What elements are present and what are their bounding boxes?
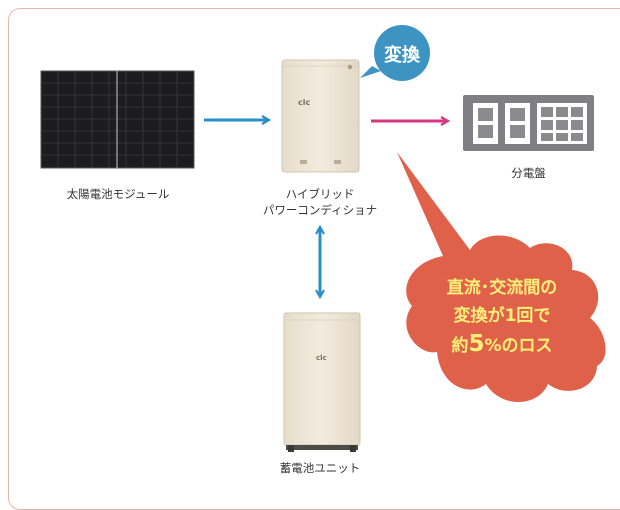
label-battery-unit: 蓄電池ユニット [279,461,361,475]
solar-panel-image [40,70,195,169]
pcs-logo: clc [298,98,310,107]
callout-line-3: 約5%のロス [451,331,552,357]
label-distribution-panel: 分電盤 [511,166,546,180]
callout-suffix: %のロス [484,336,552,356]
label-hybrid-line-1: ハイブリッド [285,187,355,201]
callout-line-1: 直流･交流間の [447,277,558,298]
battery-unit-image: clc [283,312,361,452]
system-diagram: clc 変換 clc [40,25,606,452]
callout-number: 5 [468,331,484,357]
label-solar-module: 太陽電池モジュール [66,187,170,201]
battery-logo: clc [316,354,327,362]
conversion-bubble: 変換 [360,25,430,81]
label-hybrid-line-2: パワーコンディショナ [262,203,378,217]
hybrid-power-conditioner-image: clc [281,59,360,173]
distribution-panel-image [463,95,594,151]
loss-callout: 直流･交流間の 変換が1回で 約5%のロス [397,152,606,402]
conversion-bubble-text: 変換 [384,44,421,66]
callout-line-2: 変換が1回で [454,305,551,326]
callout-prefix: 約 [451,335,468,356]
